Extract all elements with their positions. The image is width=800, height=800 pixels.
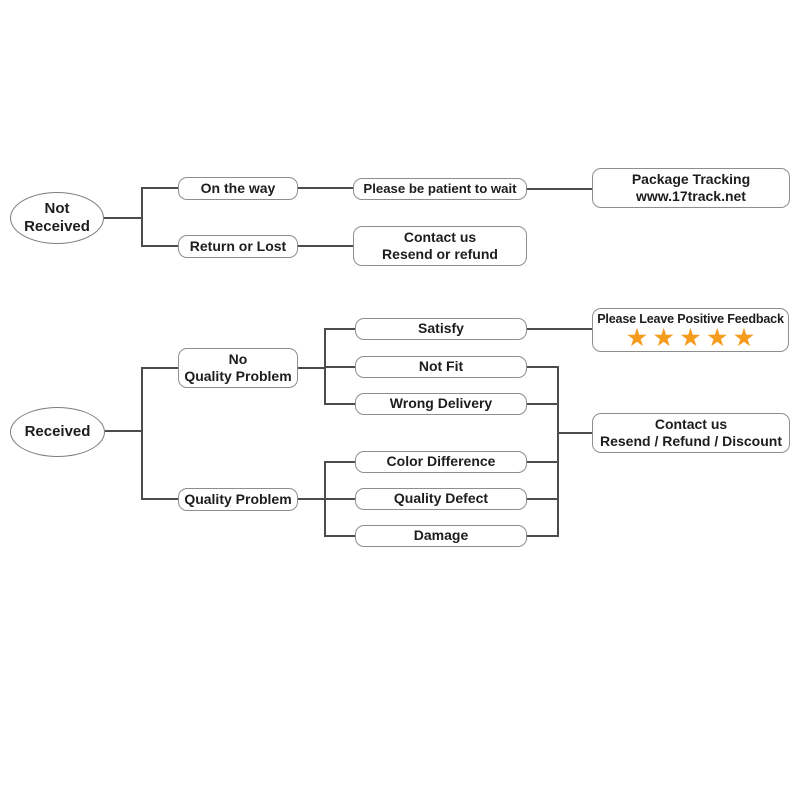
connector [325,403,355,405]
star-icon: ★ [627,324,647,350]
connector [142,187,178,189]
node-contact-us-discount: Contact us Resend / Refund / Discount [592,413,790,453]
node-label: Satisfy [418,320,464,337]
connector [527,328,592,330]
connector [325,535,355,537]
connector [558,432,592,434]
node-color-difference: Color Difference [355,451,527,473]
connector [325,461,355,463]
node-label: Wrong Delivery [389,395,493,412]
node-label: Resend or refund [382,246,498,262]
connector [298,498,325,500]
connector [527,535,558,537]
connector [527,366,558,368]
tracking-url: www.17track.net [636,188,746,204]
connector [104,217,142,219]
connector [527,461,558,463]
node-not-received: Not Received [10,192,104,244]
connector [298,245,353,247]
node-label: Not Fit [418,358,464,375]
node-label: Damage [413,527,469,544]
node-label: Contact us [654,415,728,432]
connector [325,498,355,500]
node-label: Resend / Refund / Discount [599,433,782,449]
connector [527,498,558,500]
node-label: Quality Problem [184,368,292,384]
node-not-fit: Not Fit [355,356,527,378]
connector [325,328,355,330]
node-label: Not [44,199,70,217]
connector [325,366,355,368]
node-label: Package Tracking [631,170,751,187]
node-label: Received [24,218,90,235]
connector [527,188,592,190]
node-label: Color Difference [386,453,496,470]
node-on-the-way: On the way [178,177,298,200]
star-icon: ★ [734,324,754,350]
node-return-or-lost: Return or Lost [178,235,298,258]
node-positive-feedback: Please Leave Positive Feedback ★ ★ ★ ★ ★ [592,308,789,352]
node-satisfy: Satisfy [355,318,527,340]
connector [142,498,178,500]
node-label: Received [24,422,91,440]
node-package-tracking: Package Tracking www.17track.net [592,168,790,208]
connector [142,245,178,247]
connector [142,367,178,369]
connector [298,187,353,189]
node-quality-defect: Quality Defect [355,488,527,510]
node-wrong-delivery: Wrong Delivery [355,393,527,415]
connector [105,430,142,432]
node-label: Quality Defect [393,490,489,507]
connector [141,367,143,500]
node-please-be-patient: Please be patient to wait [353,178,527,200]
node-label: Contact us [403,228,477,245]
node-label: Quality Problem [184,490,292,507]
node-label: Please Leave Positive Feedback [597,312,784,327]
connector [298,367,325,369]
node-label: Return or Lost [189,237,287,254]
connector [141,187,143,247]
node-damage: Damage [355,525,527,547]
node-label: Please be patient to wait [363,180,517,196]
node-received: Received [10,407,105,457]
star-icon: ★ [707,324,728,350]
node-label: No [228,350,248,367]
node-label: On the way [200,179,276,196]
node-no-quality-problem: No Quality Problem [178,348,298,388]
connector [527,403,558,405]
star-icon: ★ [680,324,701,350]
node-contact-us-resend-refund: Contact us Resend or refund [353,226,527,266]
five-star-rating: ★ ★ ★ ★ ★ [627,324,754,350]
node-quality-problem: Quality Problem [178,488,298,511]
star-icon: ★ [653,324,674,350]
connector [557,366,559,537]
